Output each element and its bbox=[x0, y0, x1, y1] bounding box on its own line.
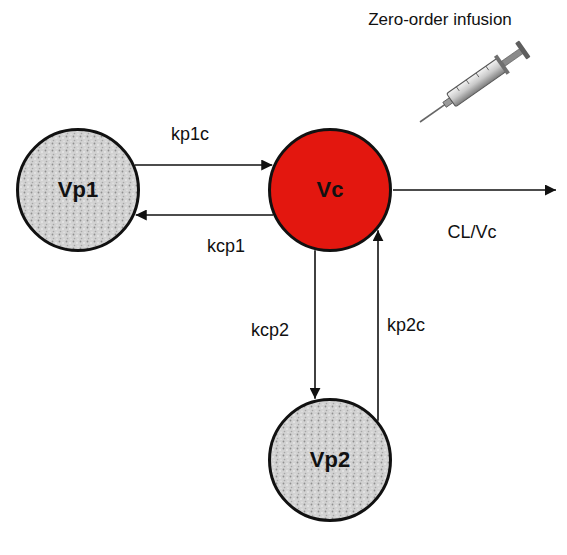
compartment-circle: Vp1 bbox=[16, 128, 140, 252]
compartment-name: Vp2 bbox=[310, 447, 350, 473]
rate-constant: kp2c bbox=[385, 315, 427, 336]
compartment-circle: Vc bbox=[268, 128, 392, 252]
rate-constant: kp1c bbox=[169, 124, 211, 145]
rate-arrow bbox=[377, 230, 379, 421]
elimination-arrow bbox=[393, 189, 556, 191]
rate-constant: kcp2 bbox=[249, 320, 291, 341]
clearance-label: CL/Vc bbox=[445, 222, 498, 243]
rate-constant: kcp1 bbox=[205, 236, 247, 257]
compartment-name: Vc bbox=[317, 177, 344, 203]
infusion-label: Zero-order infusion bbox=[366, 10, 514, 30]
rate-arrow bbox=[314, 250, 316, 399]
compartment-circle: Vp2 bbox=[268, 398, 392, 522]
rate-arrow bbox=[136, 214, 274, 216]
compartment-name: Vp1 bbox=[58, 177, 98, 203]
rate-arrow bbox=[135, 164, 273, 166]
syringe-icon bbox=[414, 40, 531, 131]
